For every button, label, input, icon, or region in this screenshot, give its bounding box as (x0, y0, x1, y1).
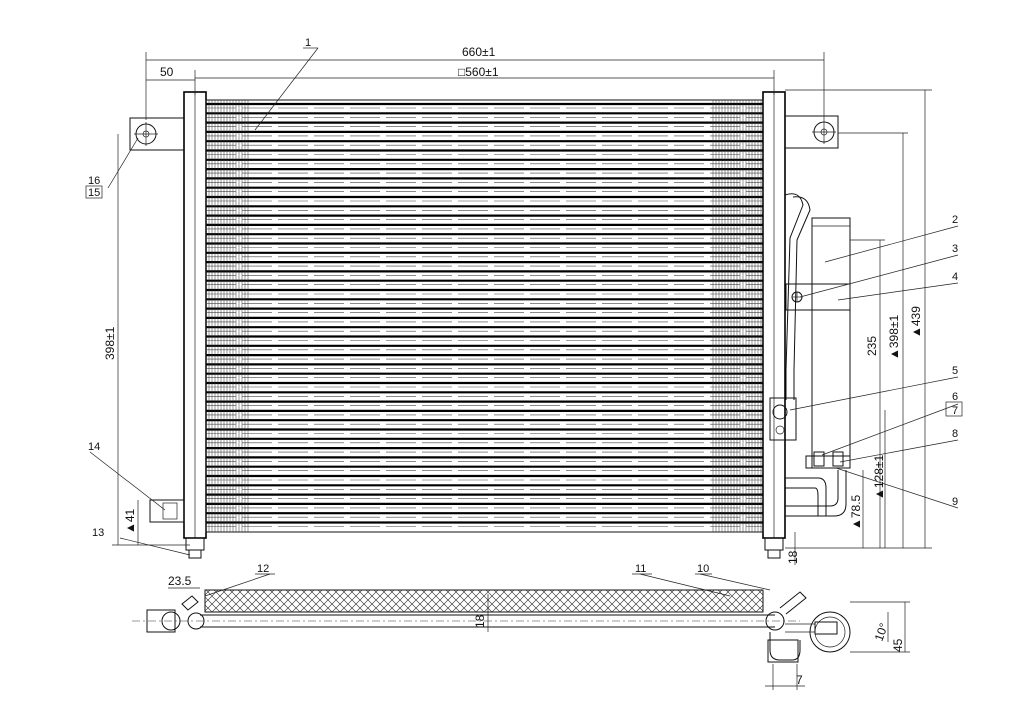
callout-10: 10 (697, 563, 709, 575)
callout-8: 8 (952, 428, 958, 440)
callout-2: 2 (952, 214, 958, 226)
callout-15: 15 (88, 187, 100, 199)
dim-height-left: 398±1 (103, 326, 117, 360)
bottom-view (132, 573, 910, 690)
callout-7: 7 (952, 405, 958, 417)
lower-left-clip (149, 499, 185, 523)
dimension-lines (112, 52, 932, 565)
callout-numbers: 1 2 3 4 5 6 7 8 9 10 11 12 13 14 16 15 (85, 37, 963, 575)
callout-leaders (89, 47, 959, 556)
right-mounting-bracket (785, 115, 839, 149)
callout-14: 14 (88, 441, 100, 453)
dim-bracket-offset: 50 (160, 65, 174, 79)
dim-overall-width: 660±1 (462, 45, 496, 59)
dim-receiver-height: 235 (865, 336, 879, 356)
front-view (129, 91, 851, 559)
core-tubes (206, 102, 763, 527)
dim-core-width: □560±1 (458, 65, 499, 79)
callout-1: 1 (305, 37, 311, 49)
callout-5: 5 (952, 365, 958, 377)
dim-foot-height: ▲41 (123, 508, 137, 534)
core-section-hatched (204, 589, 764, 613)
left-mounting-bracket (129, 117, 184, 151)
callout-6: 6 (952, 391, 958, 403)
callout-4: 4 (952, 271, 958, 283)
left-foot (185, 537, 205, 559)
callout-16: 16 (88, 175, 100, 187)
dim-depth-right: 45 (891, 638, 905, 652)
dim-height-right: ▲398±1 (887, 315, 901, 360)
dim-side-width: 7 (796, 673, 803, 687)
callout-11: 11 (635, 563, 646, 575)
core-fins (205, 100, 762, 532)
dim-height-total: ▲439 (909, 306, 923, 338)
dimension-labels: 660±1 □560±1 50 398±1 ▲398±1 ▲439 235 ▲7… (103, 45, 923, 687)
dim-bottom-offset: 18 (786, 550, 800, 564)
dim-port-height-2: ▲128±1 (872, 455, 886, 500)
dim-port-height-1: ▲78.5 (849, 494, 863, 530)
callout-12: 12 (257, 563, 269, 575)
dim-angle: 10° (872, 621, 891, 643)
dim-depth: 18 (473, 614, 487, 628)
callout-13: 13 (92, 527, 104, 539)
right-foot (764, 537, 784, 559)
dim-side-bracket: 23.5 (168, 574, 192, 588)
callout-3: 3 (952, 243, 958, 255)
callout-9: 9 (952, 496, 958, 508)
refrigerant-pipes (769, 193, 847, 517)
